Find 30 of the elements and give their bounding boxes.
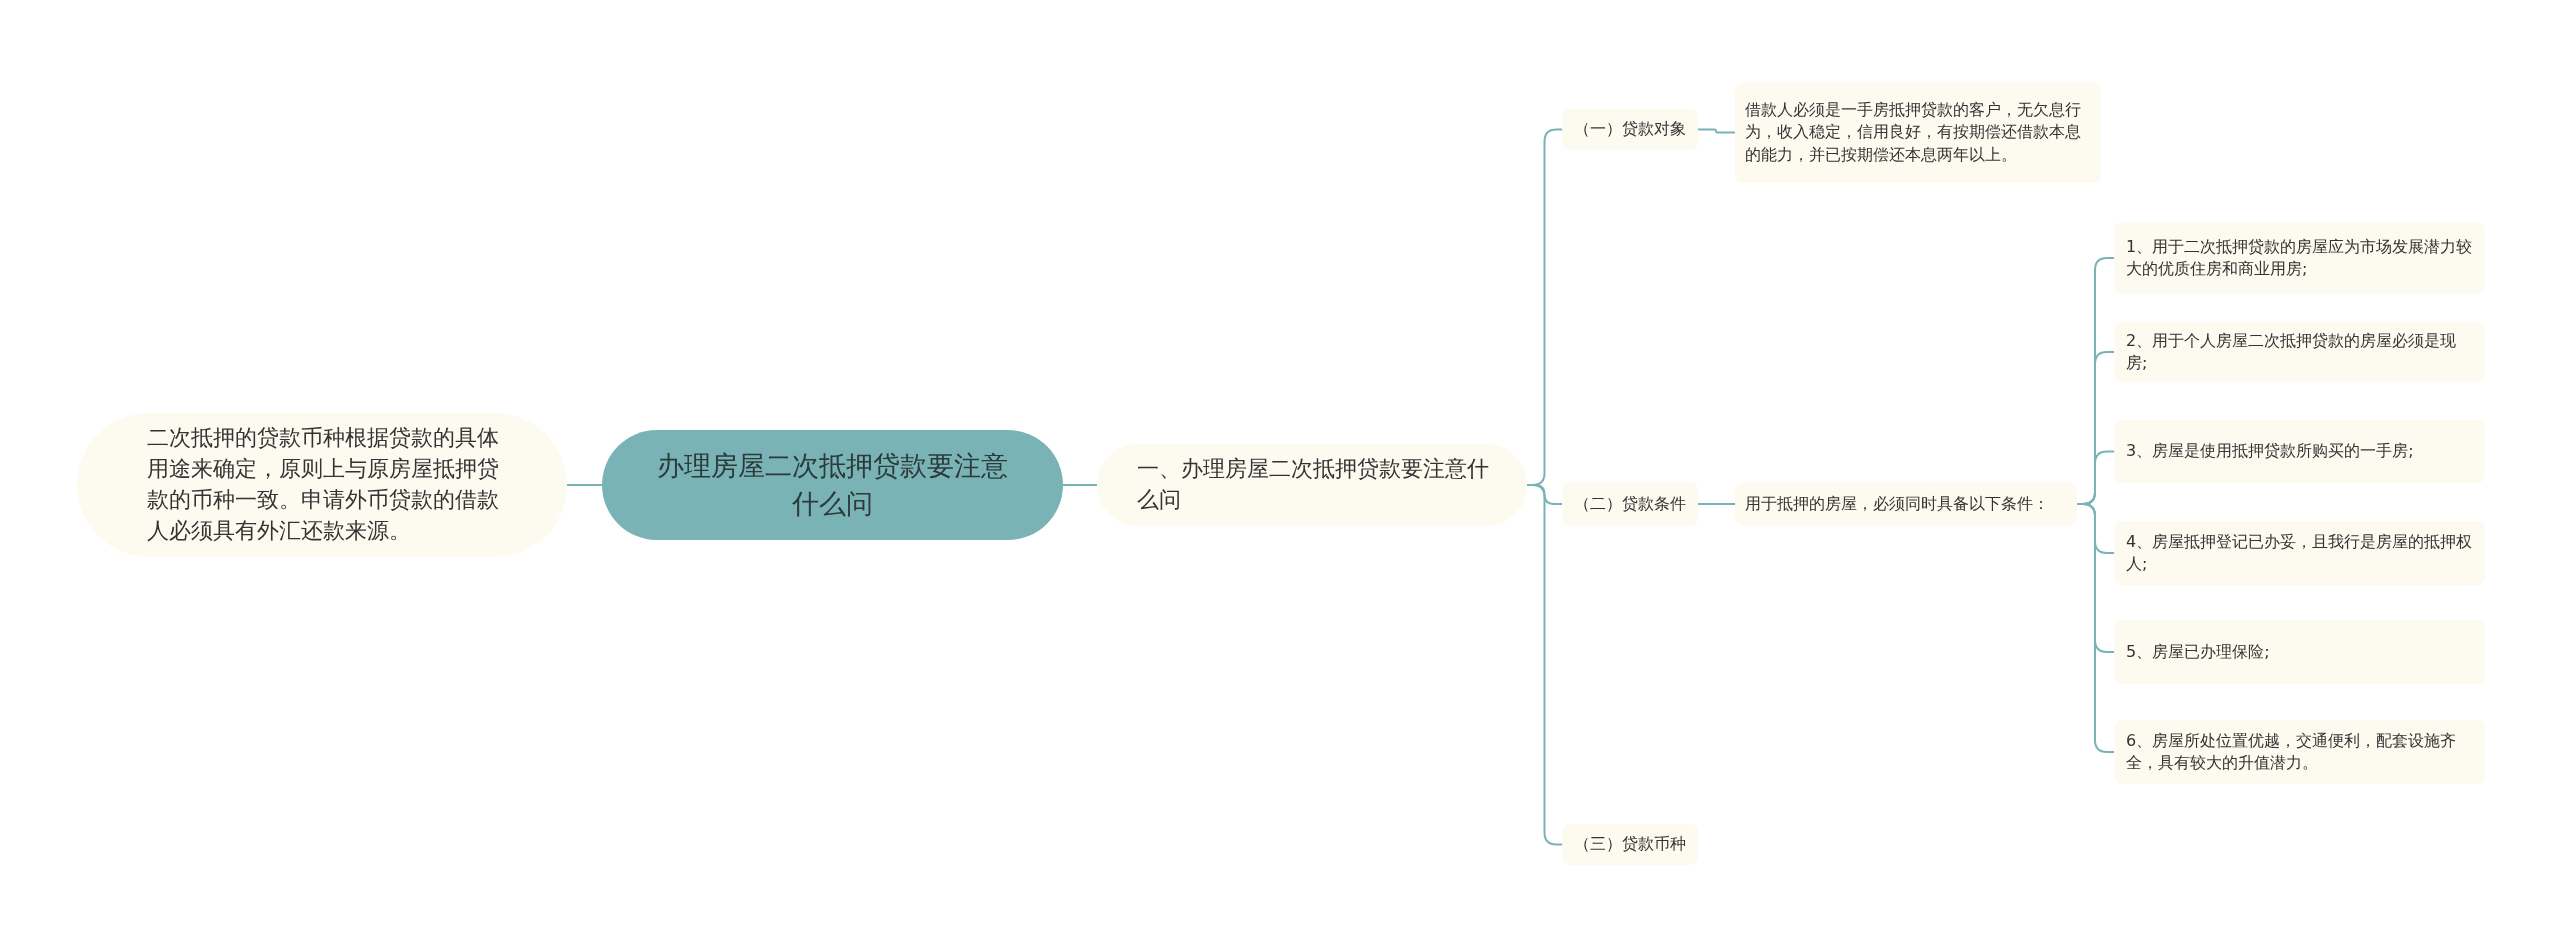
- topic-text: 办理房屋二次抵押贷款要注意什么问: [656, 449, 1009, 521]
- topic-text: 4、房屋抵押登记已办妥，且我行是房屋的抵押权人;: [2126, 530, 2473, 575]
- topic-box: [2114, 322, 2485, 382]
- topic-text: （一）贷款对象: [1574, 118, 1686, 141]
- topic-box: [2114, 521, 2485, 585]
- topic-box: [1562, 824, 1698, 865]
- connector-line: [1697, 503, 1736, 505]
- connector-line: [1697, 128, 1736, 134]
- topic-box: [2114, 420, 2485, 483]
- topic-box: [2114, 222, 2485, 294]
- topic-text: 二次抵押的贷款币种根据贷款的具体用途来确定，原则上与原房屋抵押贷款的币种一致。申请外币贷款的借款人必须具有外汇还款来源。: [147, 424, 500, 545]
- topic-text: 5、房屋已办理保险;: [2126, 640, 2270, 663]
- topic-text: 2、用于个人房屋二次抵押贷款的房屋必须是现房;: [2126, 329, 2458, 374]
- topic-text: 6、房屋所处位置优越，交通便利，配套设施齐全，具有较大的升值潜力。: [2126, 729, 2458, 774]
- connector-line: [566, 484, 603, 486]
- topic-box: [1562, 482, 1698, 526]
- topic-text: （三）贷款币种: [1574, 833, 1686, 856]
- topic-text: 用于抵押的房屋，必须同时具备以下条件：: [1745, 492, 2049, 515]
- connector-line: [1062, 484, 1098, 486]
- topic-text: 3、房屋是使用抵押贷款所购买的一手房;: [2126, 440, 2414, 463]
- topic-text: 借款人必须是一手房抵押贷款的客户，无欠息行为，收入稳定，信用良好，有按期偿还借款本息的能力，并已按期偿还本息两年以上。: [1745, 98, 2082, 166]
- connector-line: [2076, 503, 2115, 753]
- topic-text: 一、办理房屋二次抵押贷款要注意什么问: [1137, 455, 1490, 514]
- topic-box: [1735, 82, 2101, 183]
- topic-text: （二）贷款条件: [1574, 492, 1686, 515]
- topic-box: [2114, 720, 2485, 784]
- topic-box: [2114, 620, 2485, 684]
- topic-box: [1735, 482, 2077, 526]
- topic-text: 1、用于二次抵押贷款的房屋应为市场发展潜力较大的优质住房和商业用房;: [2126, 235, 2473, 280]
- topic-box: [1562, 109, 1698, 150]
